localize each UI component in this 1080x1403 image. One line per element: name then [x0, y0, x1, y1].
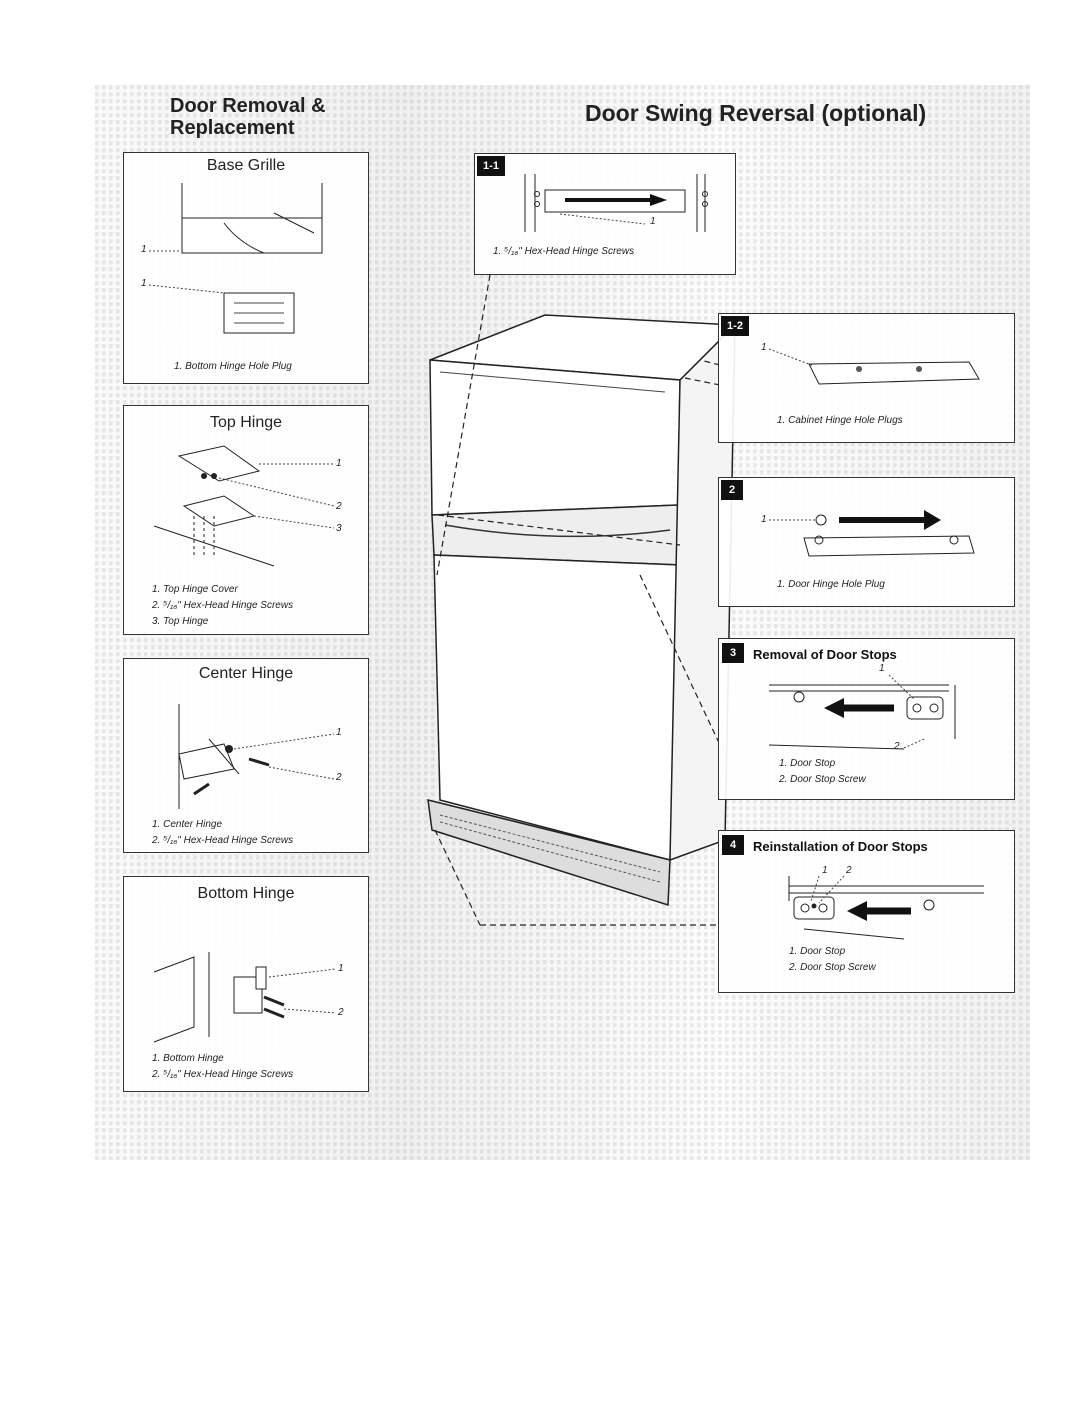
callout-1: 1	[879, 663, 885, 674]
callout-1: 1	[761, 514, 767, 525]
caption-line: 1. Bottom Hinge	[152, 1053, 224, 1064]
step-2-caption: 1. Door Hinge Hole Plug	[777, 577, 885, 593]
callout-1: 1	[822, 865, 828, 876]
bottom-hinge-drawing	[153, 952, 337, 1043]
callout-1: 1	[336, 727, 342, 738]
section-title-door-removal: Door Removal & Replacement	[170, 95, 326, 139]
step-4-panel: 4 Reinstallation of Door Stops 1 2 1. Do…	[718, 830, 1015, 993]
caption-line: 1. Top Hinge Cover	[152, 584, 238, 595]
step-1-1-drawing	[524, 174, 708, 232]
caption-line: 1. Door Stop	[789, 946, 846, 957]
caption-line: 1. Door Stop	[779, 758, 836, 769]
step-4-captions: 1. Door Stop 2. Door Stop Screw	[789, 944, 876, 976]
base-grille-panel: Base Grille 1 1 1. Bottom Hinge Hole Plu…	[123, 152, 369, 384]
step-1-2-panel: 1-2 1 1. Cabinet Hinge Hole Plugs	[718, 313, 1015, 443]
callout-2: 2	[338, 1007, 344, 1018]
callout-1: 1	[141, 278, 147, 289]
callout-1: 1	[336, 458, 342, 469]
bottom-hinge-captions: 1. Bottom Hinge 2. ⁵/₁₆" Hex-Head Hinge …	[152, 1051, 293, 1083]
top-hinge-panel: Top Hinge 1 2 3 1. Top Hinge Cover 2. ⁵/…	[123, 405, 369, 635]
step-1-1-badge: 1-1	[477, 156, 505, 176]
step-4-badge: 4	[722, 835, 744, 855]
section-title-door-swing-reversal: Door Swing Reversal (optional)	[585, 100, 927, 126]
center-hinge-captions: 1. Center Hinge 2. ⁵/₁₆" Hex-Head Hinge …	[152, 817, 293, 849]
callout-3: 3	[336, 523, 342, 534]
step-2-badge: 2	[721, 480, 743, 500]
top-hinge-captions: 1. Top Hinge Cover 2. ⁵/₁₆" Hex-Head Hin…	[152, 582, 293, 630]
caption-line: 1. ⁵/₁₆" Hex-Head Hinge Screws	[493, 246, 635, 257]
step-3-badge: 3	[722, 643, 744, 663]
callout-1: 1	[338, 963, 344, 974]
top-hinge-drawing	[153, 445, 335, 567]
callout-2: 2	[336, 501, 342, 512]
base-grille-caption: 1. Bottom Hinge Hole Plug	[174, 359, 292, 375]
callout-2: 2	[894, 741, 900, 752]
step-1-2-caption: 1. Cabinet Hinge Hole Plugs	[777, 413, 903, 429]
callout-1: 1	[761, 342, 767, 353]
step-4-title: Reinstallation of Door Stops	[753, 839, 928, 854]
step-3-panel: 3 Removal of Door Stops 1 2 1. Door Stop…	[718, 638, 1015, 800]
step-3-title: Removal of Door Stops	[753, 647, 897, 662]
step-2-panel: 2 1 1. Door Hinge Hole Plug	[718, 477, 1015, 607]
caption-line: 3. Top Hinge	[152, 616, 209, 627]
callout-1: 1	[141, 244, 147, 255]
caption-line: 2. ⁵/₁₆" Hex-Head Hinge Screws	[152, 835, 294, 846]
step-4-drawing	[788, 875, 984, 940]
center-hinge-title: Center Hinge	[198, 665, 294, 682]
bottom-hinge-panel: Bottom Hinge 1 2 1. Bottom Hinge 2. ⁵/₁₆…	[123, 876, 369, 1092]
caption-line: 1. Bottom Hinge Hole Plug	[174, 361, 292, 372]
top-hinge-title: Top Hinge	[209, 414, 283, 431]
caption-line: 1. Center Hinge	[152, 819, 223, 830]
caption-line: 2. Door Stop Screw	[789, 962, 876, 973]
center-hinge-panel: Center Hinge 1 2 1. Center Hinge 2. ⁵/₁₆…	[123, 658, 369, 853]
caption-line: 2. ⁵/₁₆" Hex-Head Hinge Screws	[152, 600, 294, 611]
callout-2: 2	[336, 772, 342, 783]
base-grille-title: Base Grille	[206, 157, 286, 174]
callout-2: 2	[846, 865, 852, 876]
step-1-2-drawing	[768, 348, 980, 385]
step-3-drawing	[768, 674, 956, 750]
caption-line: 1. Cabinet Hinge Hole Plugs	[777, 415, 903, 426]
step-1-2-badge: 1-2	[721, 316, 749, 336]
base-grille-drawing	[148, 183, 323, 334]
step-1-1-caption: 1. ⁵/₁₆" Hex-Head Hinge Screws	[493, 244, 634, 260]
bottom-hinge-title: Bottom Hinge	[197, 885, 295, 902]
step-1-1-panel: 1-1 1 1. ⁵/₁₆" Hex-Head Hinge Screws	[474, 153, 736, 275]
caption-line: 1. Door Hinge Hole Plug	[777, 579, 885, 590]
caption-line: 2. Door Stop Screw	[779, 774, 866, 785]
center-hinge-drawing	[178, 704, 335, 809]
step-3-captions: 1. Door Stop 2. Door Stop Screw	[779, 756, 866, 788]
callout-1: 1	[650, 216, 656, 227]
step-2-drawing	[769, 510, 975, 557]
caption-line: 2. ⁵/₁₆" Hex-Head Hinge Screws	[152, 1069, 294, 1080]
